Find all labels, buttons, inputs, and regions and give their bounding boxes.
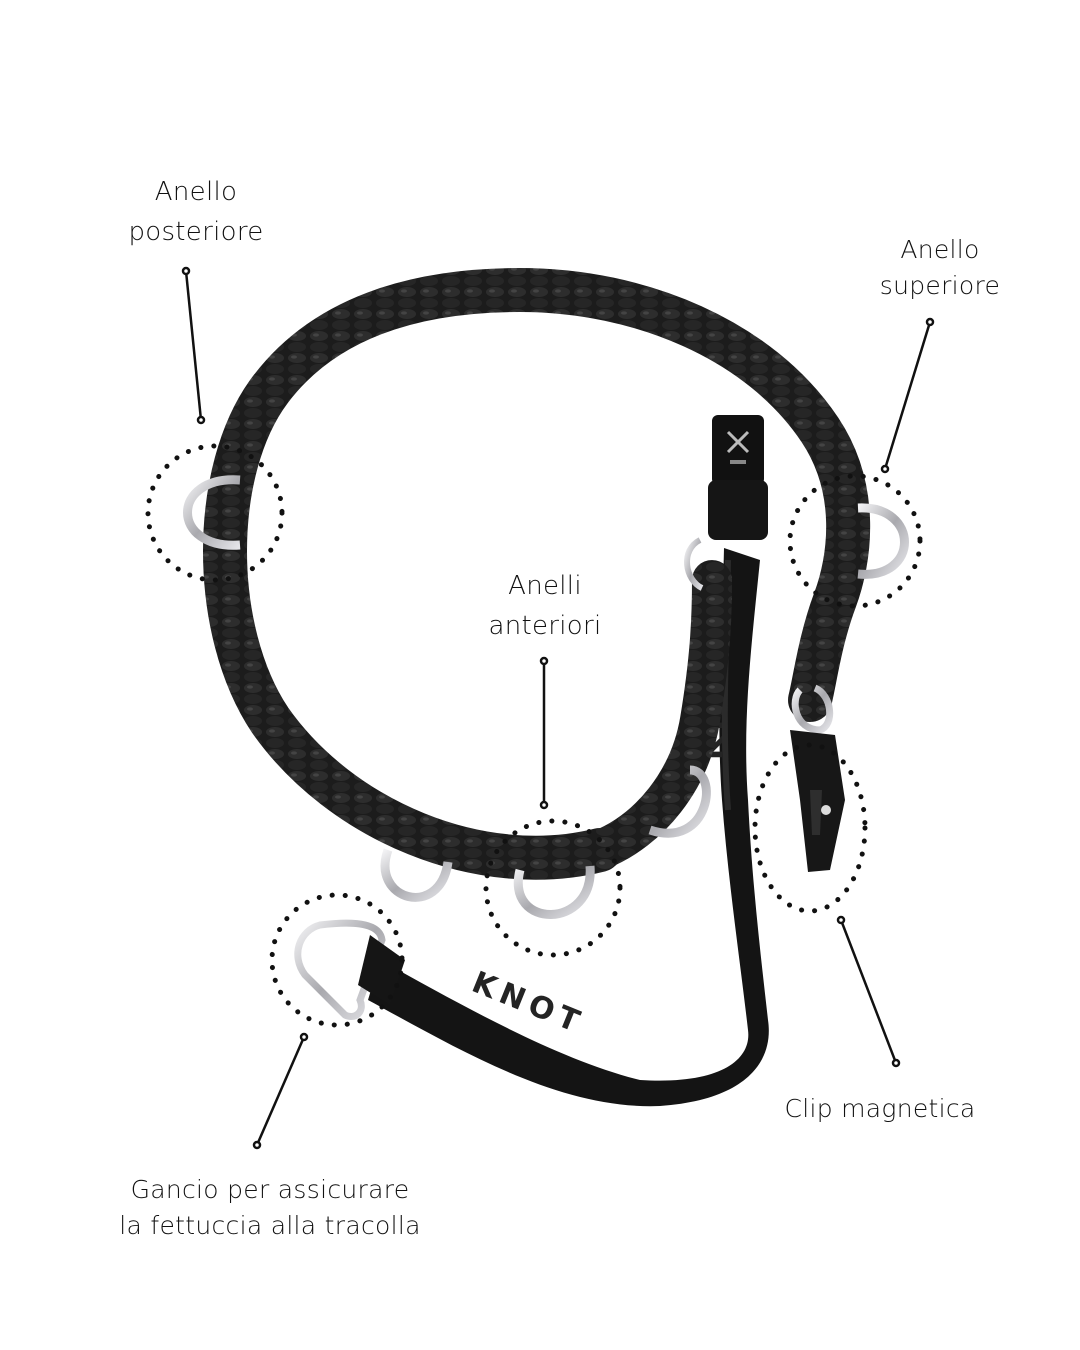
buckle bbox=[708, 415, 768, 540]
label-top-ring-line2: superiore bbox=[879, 271, 1001, 300]
highlight-carabiner bbox=[269, 892, 405, 1028]
magnetic-clip bbox=[790, 684, 845, 872]
front-rings bbox=[380, 537, 711, 919]
highlight-front-ring bbox=[483, 818, 623, 958]
label-front-rings-line2: anteriori bbox=[488, 611, 602, 641]
label-magnetic-clip: Clip magnetica bbox=[760, 1089, 1000, 1129]
label-front-rings: Anelli anteriori bbox=[460, 566, 630, 646]
braided-cord bbox=[203, 267, 871, 880]
leader-lines bbox=[181, 266, 935, 1150]
label-strap-hook-line1: Gancio per assicurare bbox=[130, 1175, 410, 1204]
label-strap-hook-line2: la fettuccia alla tracolla bbox=[119, 1211, 421, 1240]
label-rear-ring: Anello posteriore bbox=[96, 172, 296, 252]
label-top-ring: Anello superiore bbox=[860, 232, 1020, 304]
carabiner-hook bbox=[294, 919, 405, 1020]
label-top-ring-line1: Anello bbox=[900, 235, 980, 264]
label-rear-ring-line2: posteriore bbox=[128, 217, 264, 247]
highlight-magnetic-clip bbox=[752, 742, 868, 914]
top-ring bbox=[857, 503, 909, 579]
label-rear-ring-line1: Anello bbox=[154, 177, 238, 207]
rear-ring bbox=[183, 475, 241, 550]
highlight-circles bbox=[145, 443, 923, 1028]
label-front-rings-line1: Anelli bbox=[508, 571, 582, 601]
highlight-top-ring bbox=[787, 473, 923, 609]
highlight-rear-ring bbox=[145, 443, 285, 583]
label-magnetic-clip-line1: Clip magnetica bbox=[784, 1094, 976, 1123]
label-strap-hook: Gancio per assicurare la fettuccia alla … bbox=[100, 1172, 440, 1244]
